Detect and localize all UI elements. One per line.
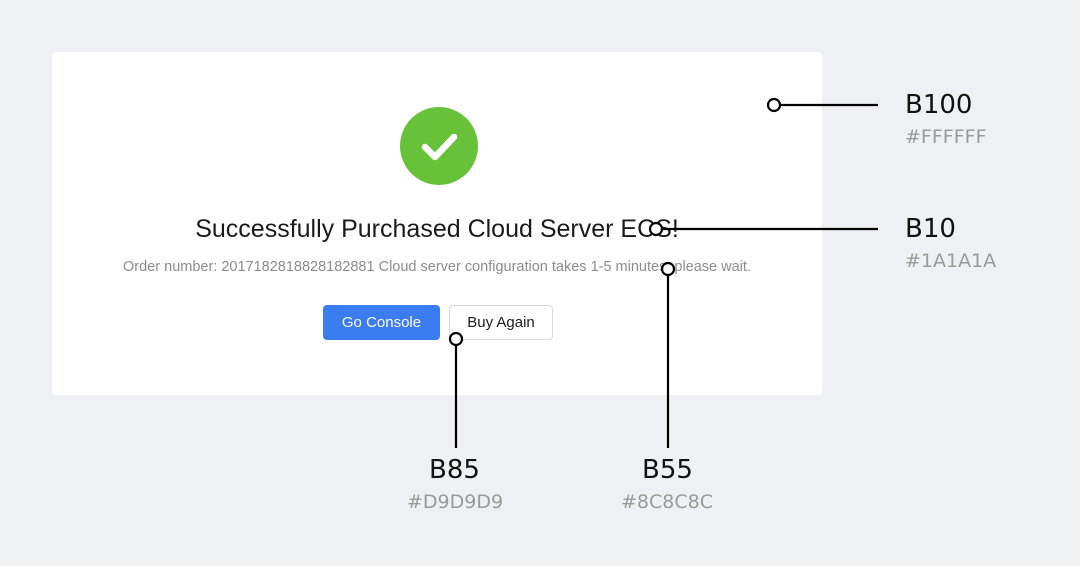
buy-again-button[interactable]: Buy Again <box>449 305 553 340</box>
success-check-icon <box>400 107 478 185</box>
annotation-b10-hex: #1A1A1A <box>905 250 997 272</box>
annotation-dot-b100 <box>766 97 782 113</box>
annotation-dot-b55 <box>660 261 676 277</box>
result-subtitle: Order number: 2017182818828182881 Cloud … <box>123 259 751 275</box>
annotation-b55-hex: #8C8C8C <box>621 491 713 513</box>
annotation-b55-name: B55 <box>642 455 693 485</box>
annotation-dot-b10 <box>648 221 664 237</box>
annotation-b10-name: B10 <box>905 214 956 244</box>
result-title: Successfully Purchased Cloud Server ECS! <box>195 215 679 243</box>
result-card: Successfully Purchased Cloud Server ECS!… <box>52 52 822 395</box>
annotation-dot-b85 <box>448 331 464 347</box>
annotation-b85-hex: #D9D9D9 <box>407 491 504 513</box>
annotation-b100-hex: #FFFFFF <box>905 126 987 148</box>
go-console-button[interactable]: Go Console <box>323 305 440 340</box>
annotation-b85-name: B85 <box>429 455 480 485</box>
annotation-b100-name: B100 <box>905 90 973 120</box>
